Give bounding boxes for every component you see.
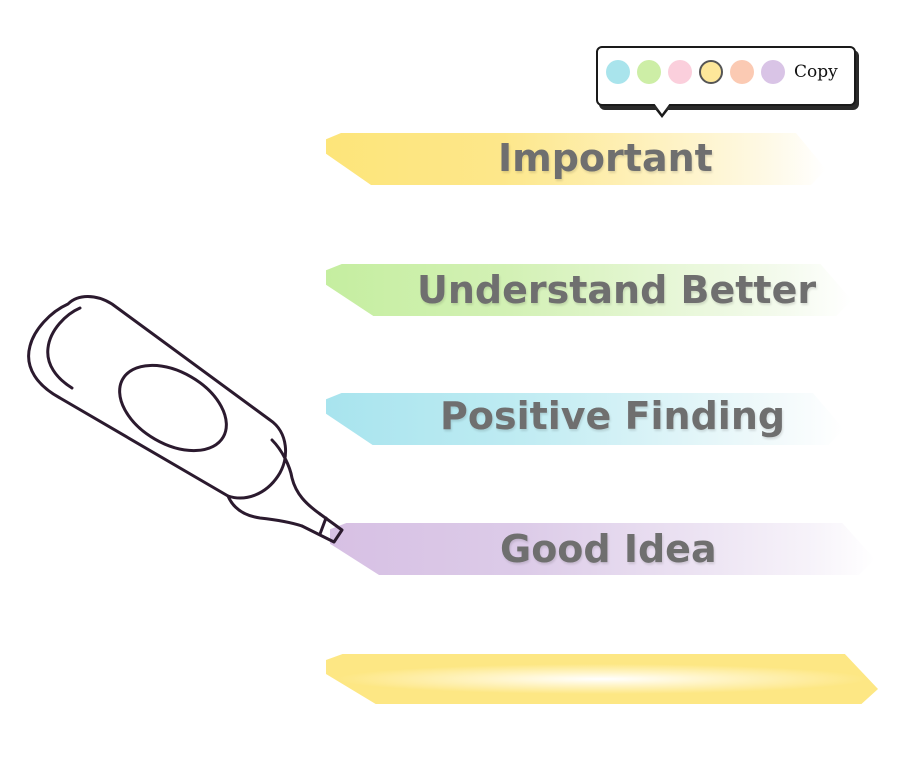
swatch-yellow[interactable] bbox=[699, 60, 723, 84]
swatch-purple[interactable] bbox=[761, 60, 785, 84]
swatch-pink[interactable] bbox=[668, 60, 692, 84]
color-swatches bbox=[606, 60, 785, 84]
highlight-label-good-idea: Good Idea bbox=[500, 527, 717, 571]
copy-button[interactable]: Copy bbox=[794, 62, 838, 82]
highlight-label-understand-better: Understand Better bbox=[417, 268, 817, 312]
toolbar-tail-inner bbox=[651, 99, 673, 114]
highlight-stroke-green bbox=[326, 264, 852, 316]
highlighter-marker-icon bbox=[27, 295, 344, 544]
highlight-stroke-yellow bbox=[326, 133, 826, 185]
highlight-label-important: Important bbox=[498, 136, 713, 180]
highlight-color-toolbar: Copy bbox=[596, 46, 856, 106]
highlight-stroke-yellow-empty bbox=[326, 654, 878, 704]
highlight-stroke-purple bbox=[330, 523, 875, 575]
highlight-label-positive-finding: Positive Finding bbox=[440, 394, 786, 438]
highlight-stroke-blue bbox=[326, 393, 844, 445]
swatch-blue[interactable] bbox=[606, 60, 630, 84]
swatch-green[interactable] bbox=[637, 60, 661, 84]
swatch-orange[interactable] bbox=[730, 60, 754, 84]
